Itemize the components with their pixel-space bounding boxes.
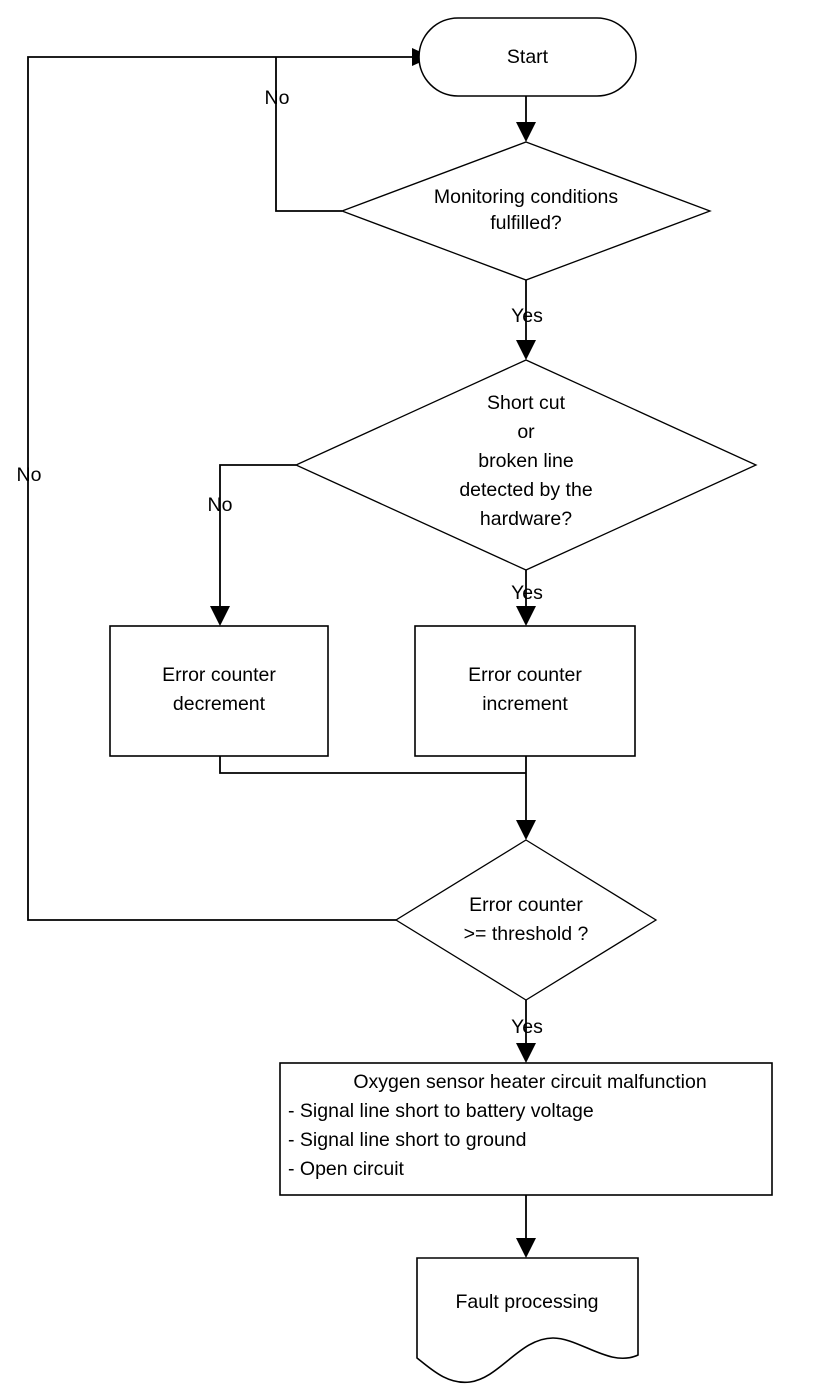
malfunction-bullet-2: - Signal line short to ground (288, 1129, 526, 1151)
node-fault-processing[interactable]: Fault processing (416, 1257, 639, 1384)
fault-processing-label: Fault processing (455, 1291, 598, 1313)
arrowhead-threshold-in (516, 820, 536, 840)
edge-label-hardware-no: No (208, 494, 233, 516)
decision-threshold-line2: >= threshold ? (464, 923, 589, 945)
malfunction-bullet-3: - Open circuit (288, 1158, 405, 1180)
node-decision-threshold[interactable]: Error counter >= threshold ? (394, 839, 658, 1001)
counter-increment-line2: increment (482, 693, 568, 715)
decision-hardware-line2: or (517, 421, 535, 443)
edge-malfunction-to-fault (516, 1195, 536, 1258)
node-malfunction[interactable]: Oxygen sensor heater circuit malfunction… (279, 1062, 773, 1196)
edge-label-threshold-yes: Yes (511, 1016, 543, 1038)
edge-monitoring-yes-to-hardware (516, 280, 536, 360)
node-counter-decrement[interactable]: Error counter decrement (109, 625, 329, 757)
arrowhead-decrement-in (210, 606, 230, 626)
arrowhead-monitoring-in (516, 122, 536, 142)
decision-hardware-line1: Short cut (487, 392, 566, 414)
node-decision-hardware[interactable]: Short cut or broken line detected by the… (294, 359, 758, 571)
node-start[interactable]: Start (418, 17, 637, 97)
edge-hardware-no-to-decrement (210, 464, 296, 626)
edge-hardware-yes-to-increment (516, 570, 536, 626)
edge-label-monitoring-no: No (265, 87, 290, 109)
decision-hardware-line5: hardware? (480, 508, 572, 530)
counter-decrement-line1: Error counter (162, 664, 276, 686)
arrowhead-increment-in (516, 606, 536, 626)
edge-label-threshold-no: No (17, 464, 42, 486)
malfunction-bullet-1: - Signal line short to battery voltage (288, 1100, 594, 1122)
decision-monitoring-line1: Monitoring conditions (434, 186, 619, 208)
counter-increment-line1: Error counter (468, 664, 582, 686)
decision-hardware-line3: broken line (478, 450, 573, 472)
node-start-label: Start (507, 46, 549, 68)
edge-threshold-yes-to-malfunction (516, 1000, 536, 1063)
edge-decrement-merge (219, 756, 526, 774)
arrowhead-fault-in (516, 1238, 536, 1258)
arrowhead-malfunction-in (516, 1043, 536, 1063)
edge-increment-to-threshold (516, 756, 536, 840)
decision-threshold-line1: Error counter (469, 894, 583, 916)
malfunction-title: Oxygen sensor heater circuit malfunction (353, 1071, 706, 1093)
counter-decrement-line2: decrement (173, 693, 266, 715)
decision-monitoring-line2: fulfilled? (490, 212, 562, 234)
decision-hardware-line4: detected by the (459, 479, 592, 501)
edge-label-hardware-yes: Yes (511, 582, 543, 604)
node-decision-monitoring[interactable]: Monitoring conditions fulfilled? (340, 141, 712, 281)
edge-monitoring-no-feedback (275, 57, 342, 212)
edge-start-to-monitoring (516, 96, 536, 142)
node-counter-increment[interactable]: Error counter increment (414, 625, 636, 757)
arrowhead-hardware-in (516, 340, 536, 360)
edge-label-monitoring-yes: Yes (511, 305, 543, 327)
